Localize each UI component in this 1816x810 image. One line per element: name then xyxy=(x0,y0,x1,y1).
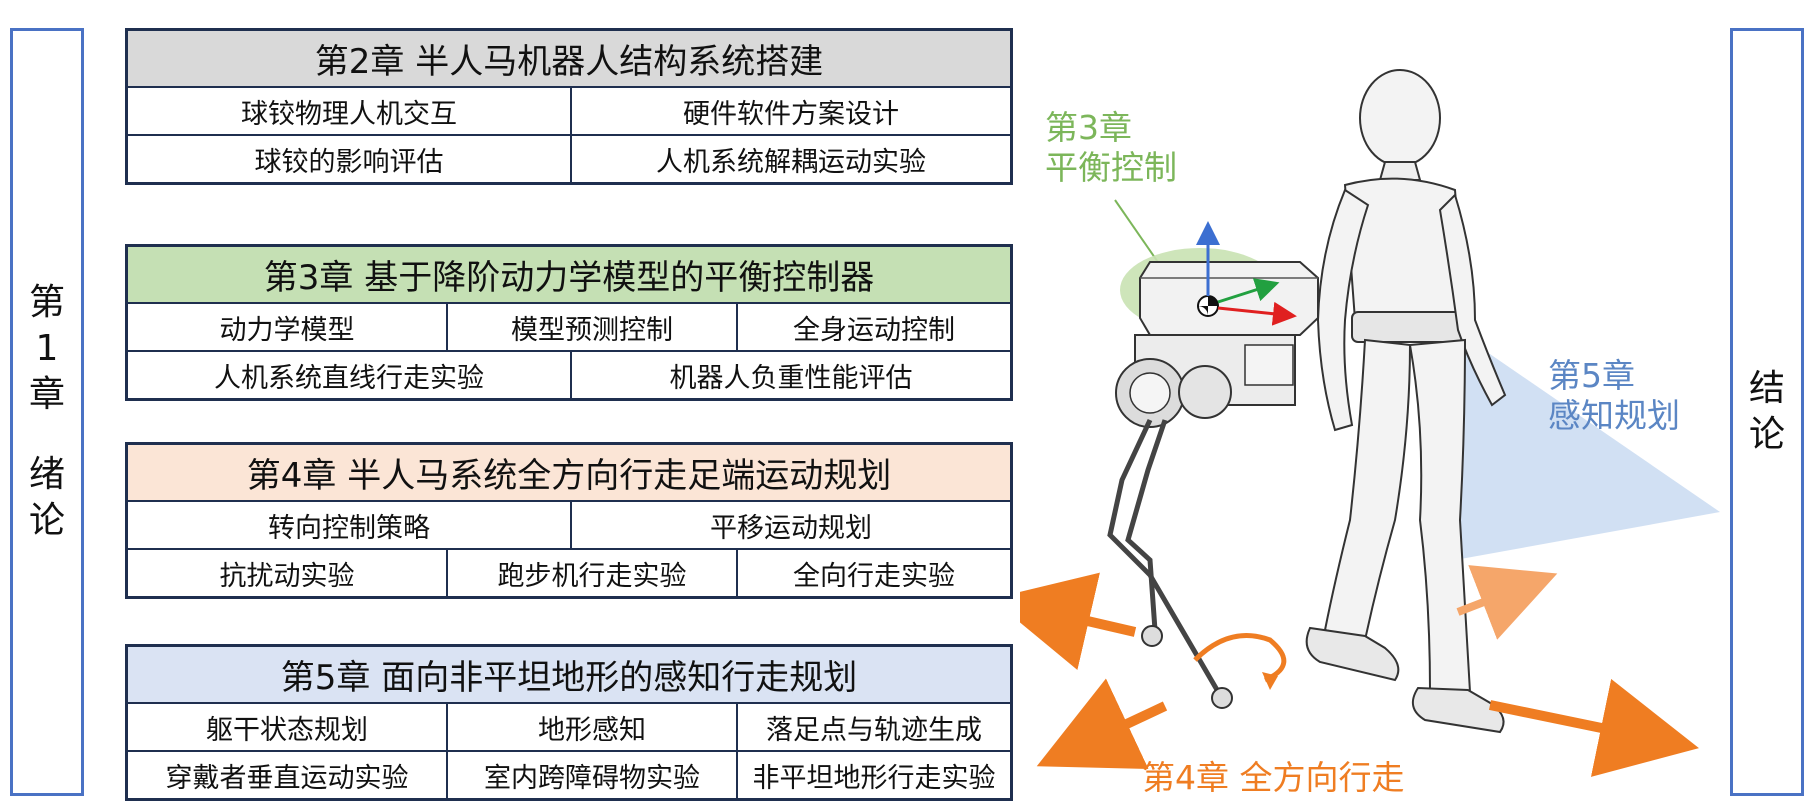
intro-char: 章 xyxy=(28,374,65,415)
intro-char: 1 xyxy=(35,328,59,369)
direction-arrow xyxy=(1456,565,1558,640)
conclusion-char: 论 xyxy=(1748,414,1785,455)
chapter-4-item: 转向控制策略 xyxy=(268,512,430,544)
direction-arrow xyxy=(1488,678,1699,777)
robot-foot xyxy=(1211,687,1233,709)
chapter-3-item: 全身运动控制 xyxy=(736,304,1010,350)
chapter-4-block: 第4章 半人马系统全方向行走足端运动规划 转向控制策略 平移运动规划 抗扰动实验… xyxy=(125,442,1013,599)
intro-char: 绪 xyxy=(28,454,65,495)
robot-leg xyxy=(1107,418,1223,697)
chapter-3-item: 机器人负重性能评估 xyxy=(570,352,1010,398)
chapter-4-item: 全向行走实验 xyxy=(736,550,1010,596)
balance-control-label: 第3章 平衡控制 xyxy=(1045,108,1177,188)
human-head xyxy=(1359,69,1441,167)
chapter-5-item: 非平坦地形行走实验 xyxy=(736,752,1010,798)
perception-chapter: 第5章 xyxy=(1548,356,1635,395)
omni-walking-label: 第4章 全方向行走 xyxy=(1142,758,1405,797)
turning-arrow xyxy=(1193,633,1287,683)
chapter-5-item: 落足点与轨迹生成 xyxy=(736,704,1010,750)
robot-leg xyxy=(1125,419,1168,631)
balance-text: 平衡控制 xyxy=(1045,148,1177,187)
chapter-3-item: 人机系统直线行走实验 xyxy=(214,362,484,394)
conclusion-box: 结 论 xyxy=(1730,28,1804,796)
intro-chapter-box: 第 1 章 绪 论 xyxy=(10,28,84,796)
perception-text: 感知规划 xyxy=(1548,396,1680,435)
intro-char: 第 xyxy=(28,282,65,323)
chapter-5-item: 地形感知 xyxy=(446,704,736,750)
chapter-3-title: 第3章 基于降阶动力学模型的平衡控制器 xyxy=(128,247,1010,304)
chapter-3-item: 模型预测控制 xyxy=(446,304,736,350)
chapter-4-item: 跑步机行走实验 xyxy=(446,550,736,596)
chapter-3-block: 第3章 基于降阶动力学模型的平衡控制器 动力学模型 模型预测控制 全身运动控制 … xyxy=(125,244,1013,401)
y-axis-arrow xyxy=(1217,278,1280,304)
chapter-5-title: 第5章 面向非平坦地形的感知行走规划 xyxy=(128,647,1010,704)
centaur-robot-illustration xyxy=(1020,69,1720,777)
chapter-4-title: 第4章 半人马系统全方向行走足端运动规划 xyxy=(128,445,1010,502)
human-arm-right xyxy=(1438,193,1507,407)
chapter-4-item: 抗扰动实验 xyxy=(219,560,355,592)
direction-arrow xyxy=(1020,572,1137,670)
chapter-2-item: 硬件软件方案设计 xyxy=(570,88,1010,134)
chapter-2-item: 人机系统解耦运动实验 xyxy=(570,136,1010,182)
conclusion-char: 结 xyxy=(1748,368,1785,409)
harness-belt xyxy=(1351,311,1471,343)
hip-motor xyxy=(1178,365,1232,419)
chapter-4-item: 平移运动规划 xyxy=(570,502,1010,548)
chapter-5-item: 躯干状态规划 xyxy=(206,714,368,746)
chapter-2-item: 球铰的影响评估 xyxy=(254,146,444,178)
perception-planning-label: 第5章 感知规划 xyxy=(1548,356,1680,436)
intro-char: 论 xyxy=(28,500,65,541)
chapter-2-title: 第2章 半人马机器人结构系统搭建 xyxy=(128,31,1010,88)
x-axis-arrow xyxy=(1217,301,1297,326)
chapter-2-item: 球铰物理人机交互 xyxy=(241,98,457,130)
direction-arrow xyxy=(1036,678,1168,769)
robot-foot xyxy=(1141,625,1163,647)
chapter-2-block: 第2章 半人马机器人结构系统搭建 球铰物理人机交互 硬件软件方案设计 球铰的影响… xyxy=(125,28,1013,185)
perception-cone xyxy=(1455,330,1720,560)
human-shoe xyxy=(1305,626,1400,682)
human-arm-left xyxy=(1316,188,1370,432)
chapter-3-item: 动力学模型 xyxy=(219,314,355,346)
chapter-5-block: 第5章 面向非平坦地形的感知行走规划 躯干状态规划 地形感知 落足点与轨迹生成 … xyxy=(125,644,1013,801)
balance-chapter: 第3章 xyxy=(1045,108,1132,147)
chapter-5-item: 室内跨障碍物实验 xyxy=(446,752,736,798)
chapter-5-item: 穿戴者垂直运动实验 xyxy=(165,762,409,794)
human-leg-right xyxy=(1408,338,1472,694)
